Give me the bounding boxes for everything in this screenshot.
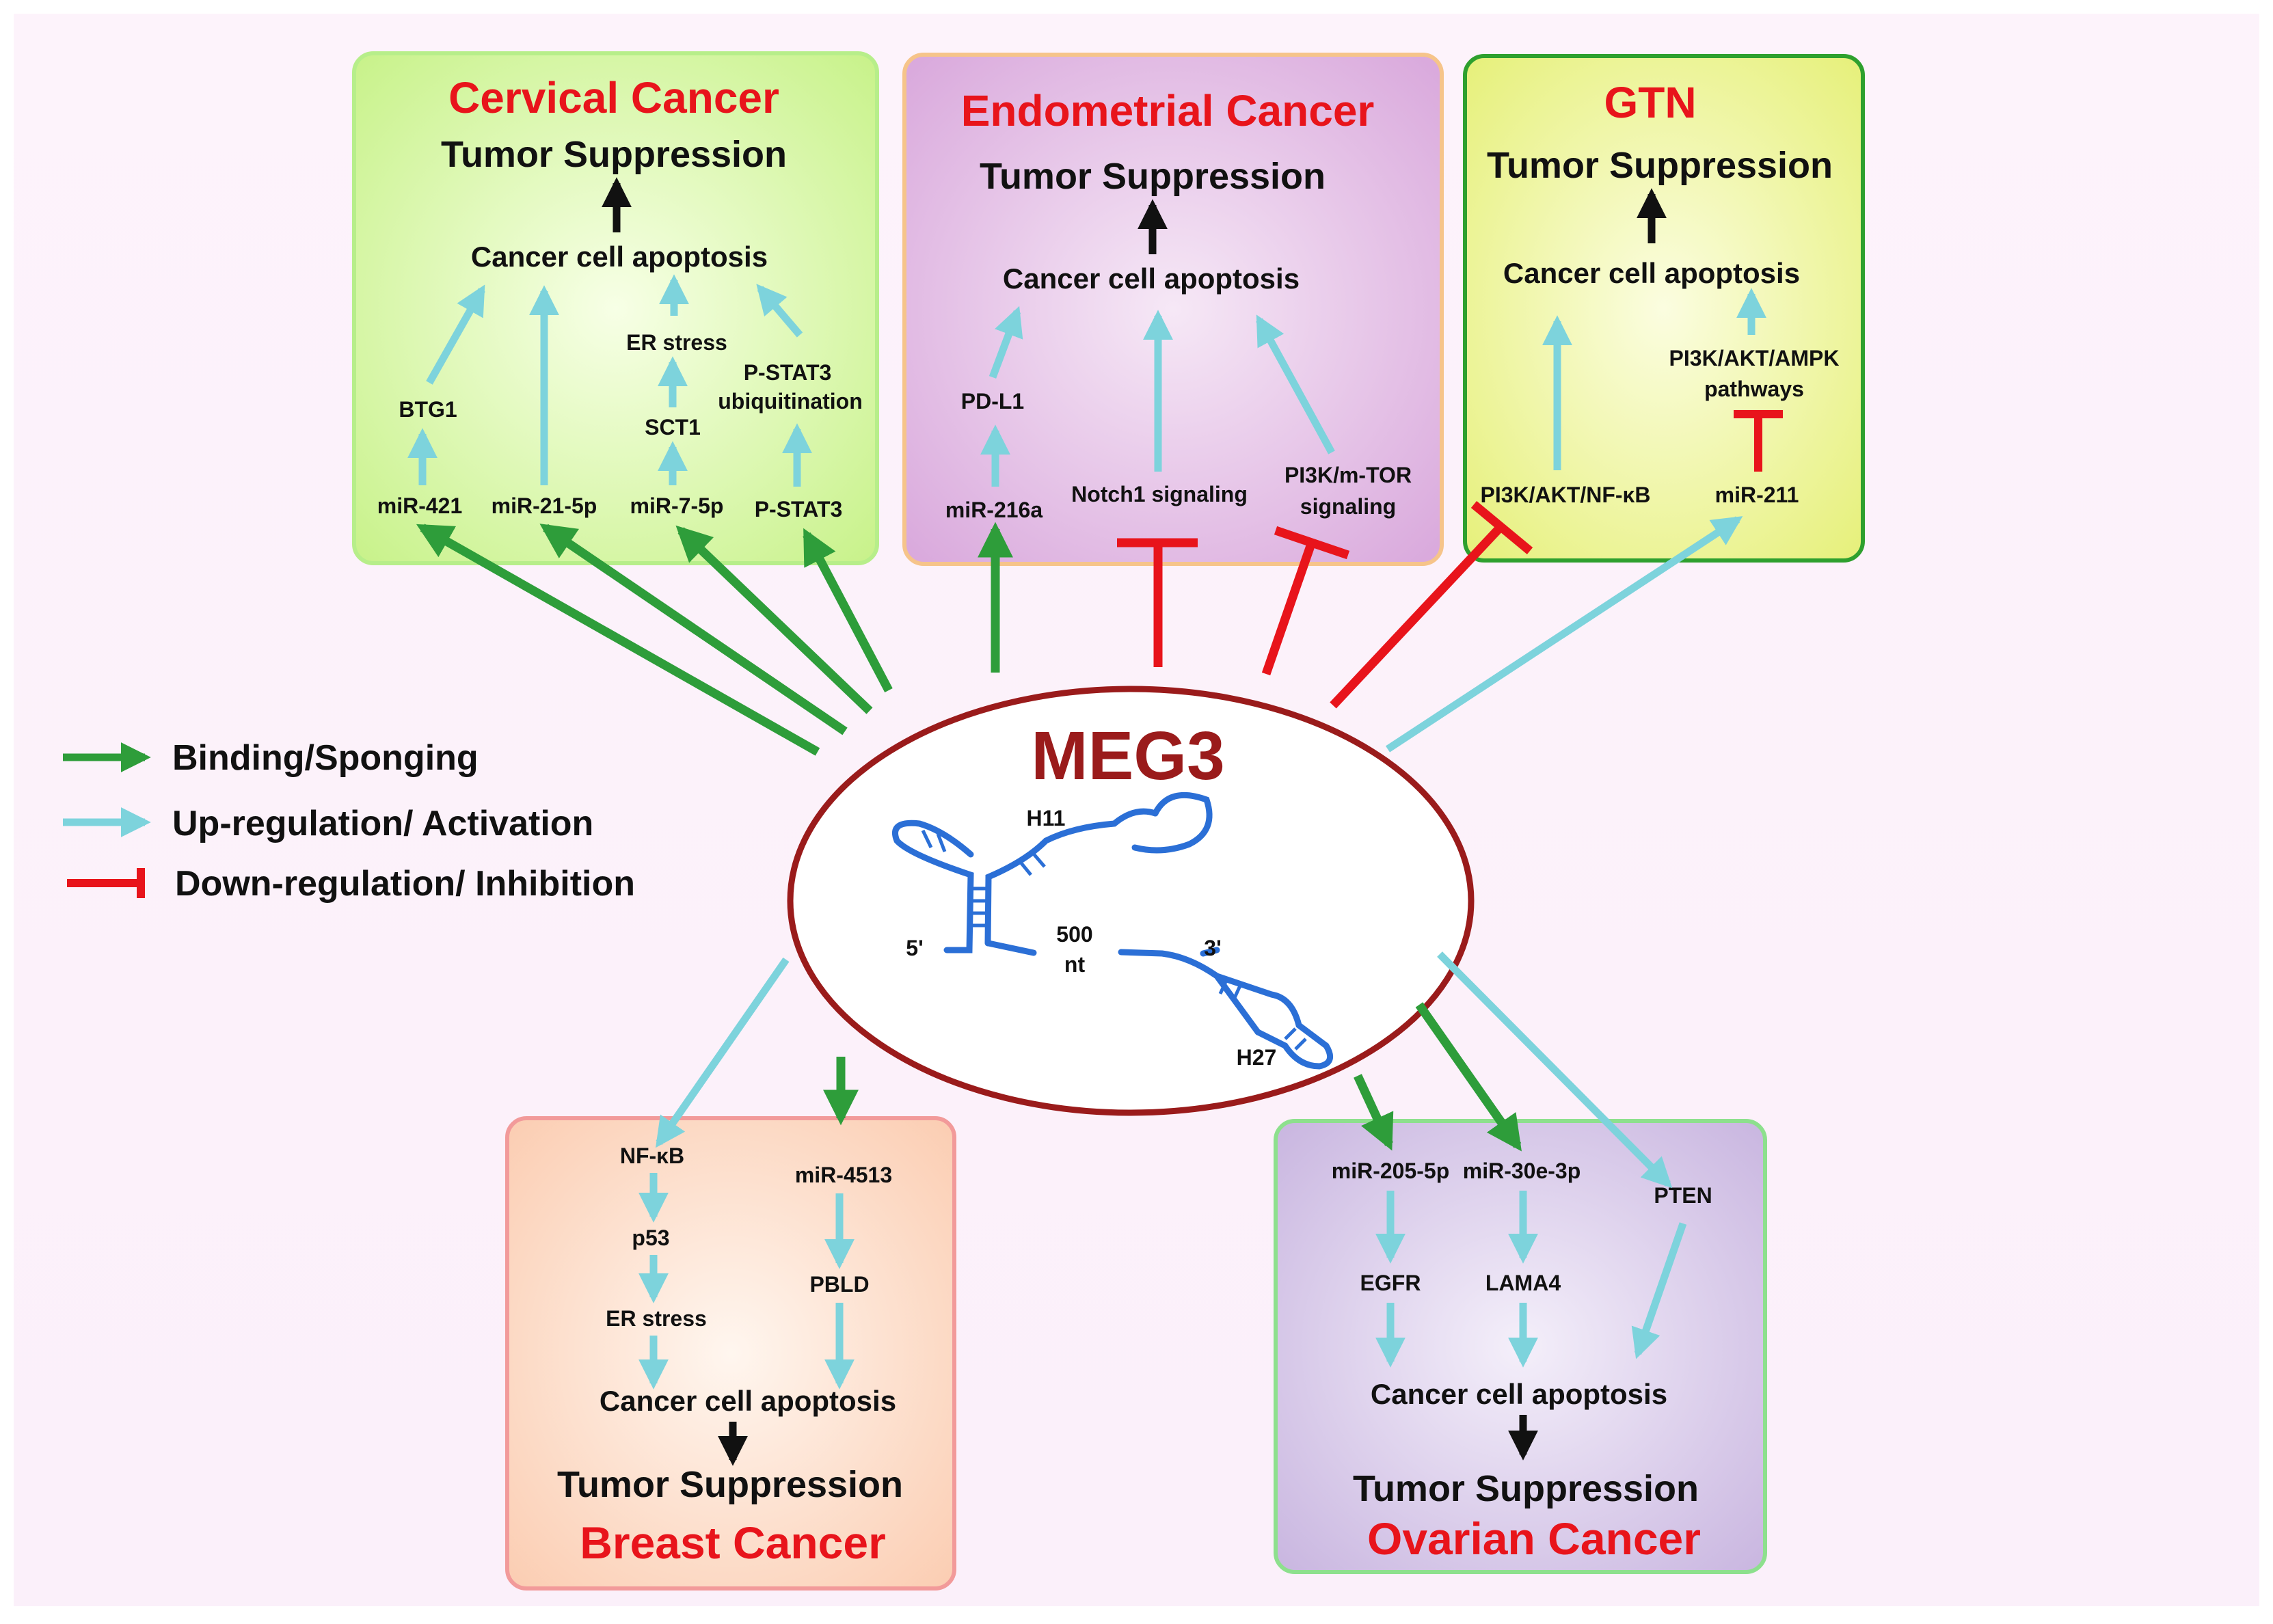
rna-base-pairs — [921, 829, 1307, 1051]
legend-down-label: Down-regulation/ Inhibition — [175, 864, 635, 904]
five-prime-label: 5' — [906, 936, 923, 960]
meg3-to-mir211-arrow — [1385, 516, 1743, 753]
ovarian-mir205: miR-205-5p — [1332, 1159, 1450, 1183]
endometrial-pi3k-b: signaling — [1300, 494, 1396, 519]
meg3-inhibit-nfkb-bar — [1470, 500, 1533, 555]
h27-label: H27 — [1237, 1045, 1277, 1070]
ovarian-mir30e: miR-30e-3p — [1463, 1159, 1581, 1183]
breast-p53: p53 — [632, 1226, 669, 1250]
cervical-pstat3: P-STAT3 — [755, 497, 843, 522]
endometrial-arrow-pdl1-apoptosis — [988, 306, 1023, 379]
cervical-outcome: Tumor Suppression — [441, 134, 787, 175]
breast-mir4513: miR-4513 — [795, 1163, 892, 1187]
breast-outcome: Tumor Suppression — [557, 1464, 903, 1505]
breast-er-stress: ER stress — [606, 1306, 707, 1331]
meg3-to-mir30e-arrow — [1415, 1002, 1522, 1152]
gtn-apoptosis: Cancer cell apoptosis — [1503, 257, 1800, 289]
endometrial-apoptosis: Cancer cell apoptosis — [1003, 262, 1300, 295]
meg3-inhibit-nfkb-line — [1330, 523, 1505, 709]
cervical-pstat3-ubiq-b: ubiquitination — [718, 389, 863, 414]
ovarian-title: Ovarian Cancer — [1367, 1513, 1701, 1564]
meg3-to-mir21-arrow — [539, 524, 848, 735]
cervical-mir21: miR-21-5p — [492, 493, 597, 518]
cervical-er-stress: ER stress — [626, 330, 727, 355]
endometrial-pdl1: PD-L1 — [961, 389, 1024, 414]
cervical-pstat3-ubiq-a: P-STAT3 — [744, 360, 832, 385]
meg3-to-mir421-arrow — [416, 524, 820, 756]
legend: Binding/Sponging Up-regulation/ Activati… — [63, 738, 635, 904]
breast-cancer-panel: NF-κB p53 ER stress miR-4513 PBLD Cancer… — [557, 1143, 903, 1568]
cervical-cancer-box — [352, 51, 879, 565]
gtn-pathways-a: PI3K/AKT/AMPK — [1669, 346, 1840, 370]
meg3-to-nfkb-arrow — [655, 957, 790, 1148]
endometrial-notch1: Notch1 signaling — [1071, 482, 1248, 506]
ovarian-pten: PTEN — [1654, 1183, 1712, 1208]
endometrial-mir216a: miR-216a — [945, 498, 1043, 522]
ovarian-apoptosis: Cancer cell apoptosis — [1371, 1378, 1667, 1410]
cervical-title: Cervical Cancer — [448, 73, 779, 122]
cervical-btg1: BTG1 — [399, 397, 457, 422]
meg3-to-mir7-arrow — [675, 525, 873, 714]
breast-pbld: PBLD — [809, 1272, 869, 1297]
meg3-to-mir205-arrow — [1354, 1074, 1394, 1151]
cervical-arrow-btg1-apoptosis — [426, 284, 485, 385]
meg3-inhibit-pi3k-bar — [1274, 526, 1350, 560]
cervical-arrow-ubiq-apoptosis — [756, 284, 803, 338]
cervical-mir421: miR-421 — [377, 493, 463, 518]
cervical-sct1: SCT1 — [645, 415, 701, 439]
endometrial-arrow-pi3k-apoptosis — [1256, 314, 1335, 455]
meg3-inhibit-pi3k-line — [1261, 538, 1317, 676]
gtn-panel: GTN Tumor Suppression Cancer cell apopto… — [1481, 78, 1840, 507]
endometrial-title: Endometrial Cancer — [961, 86, 1375, 135]
meg3-title: MEG3 — [1031, 718, 1224, 794]
ovarian-outcome: Tumor Suppression — [1353, 1468, 1699, 1509]
nt-count-label: 500 — [1056, 922, 1092, 947]
legend-binding-label: Binding/Sponging — [172, 738, 479, 778]
meg3-to-pten-arrow — [1437, 951, 1673, 1189]
breast-title: Breast Cancer — [580, 1517, 886, 1568]
ovarian-arrow-pten-apoptosis — [1631, 1222, 1687, 1359]
endometrial-pi3k-a: PI3K/m-TOR — [1285, 463, 1412, 487]
legend-up-label: Up-regulation/ Activation — [172, 804, 593, 843]
endometrial-cancer-panel: Endometrial Cancer Tumor Suppression Can… — [945, 86, 1412, 522]
cervical-apoptosis: Cancer cell apoptosis — [471, 241, 768, 273]
meg3-ellipse — [787, 686, 1475, 1116]
cervical-mir7: miR-7-5p — [630, 493, 724, 518]
breast-apoptosis: Cancer cell apoptosis — [600, 1385, 896, 1417]
gtn-nfkb: PI3K/AKT/NF-κB — [1481, 483, 1651, 507]
cervical-cancer-panel: Cervical Cancer Tumor Suppression Cancer… — [377, 73, 863, 522]
gtn-box — [1463, 54, 1865, 563]
gtn-outcome: Tumor Suppression — [1487, 145, 1833, 186]
meg3-to-pstat3-arrow — [803, 528, 893, 693]
gtn-mir211: miR-211 — [1715, 483, 1799, 507]
ovarian-lama4: LAMA4 — [1485, 1271, 1561, 1295]
h11-label: H11 — [1027, 806, 1066, 830]
breast-nfkb: NF-κB — [620, 1143, 684, 1168]
nt-unit-label: nt — [1064, 952, 1086, 977]
endometrial-cancer-box — [902, 53, 1444, 566]
endometrial-outcome: Tumor Suppression — [980, 156, 1326, 197]
gtn-pathways-b: pathways — [1704, 377, 1804, 401]
three-prime-label: 3' — [1204, 936, 1221, 960]
ovarian-egfr: EGFR — [1360, 1271, 1421, 1295]
gtn-title: GTN — [1604, 78, 1696, 127]
ovarian-cancer-panel: miR-205-5p miR-30e-3p PTEN EGFR LAMA4 Ca… — [1332, 1159, 1712, 1564]
